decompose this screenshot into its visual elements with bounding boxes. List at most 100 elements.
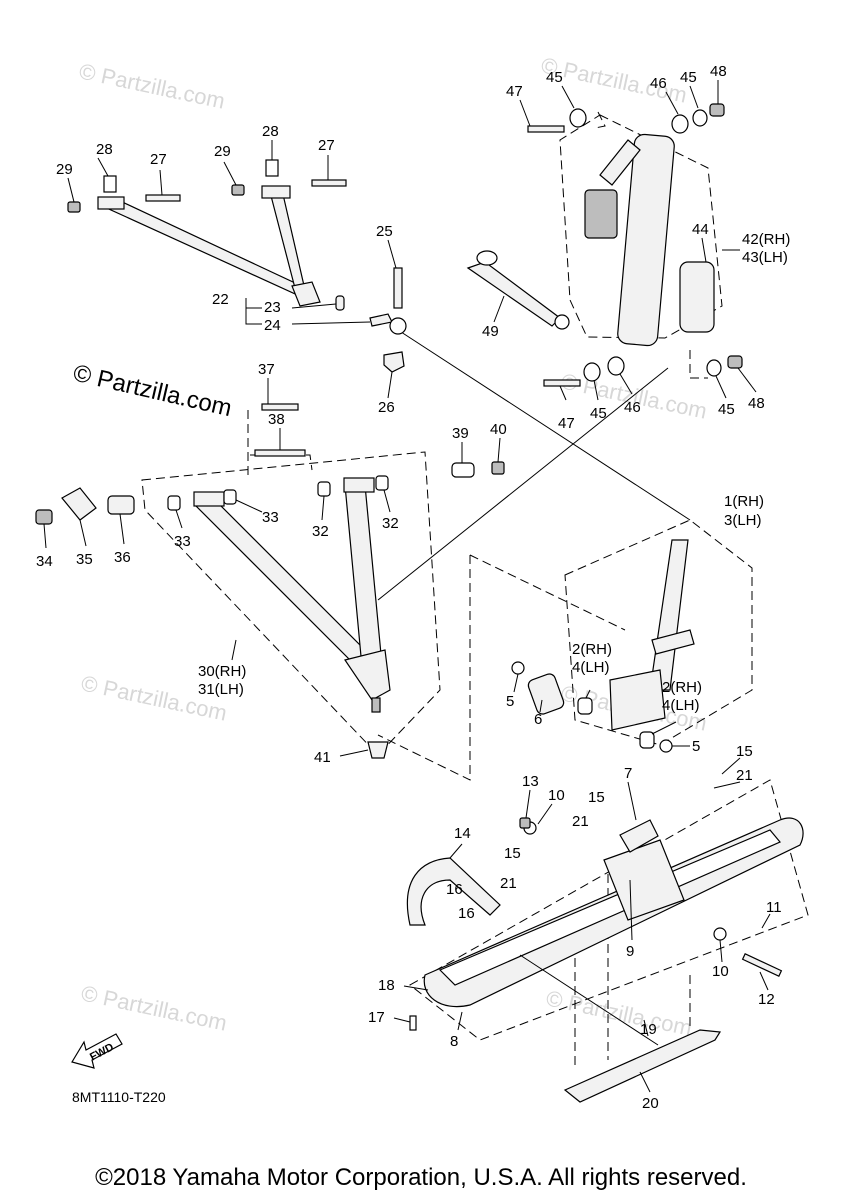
assembly-outlines xyxy=(141,111,809,1070)
shock-body xyxy=(617,133,675,347)
steering-arm xyxy=(466,250,570,330)
callout: 32 xyxy=(312,523,329,540)
leader xyxy=(457,1011,463,1031)
leader xyxy=(291,321,371,325)
leader xyxy=(737,367,757,393)
callout: 34 xyxy=(36,553,53,570)
leader xyxy=(689,85,699,109)
callout: 43(LH) xyxy=(742,249,788,266)
leader xyxy=(387,239,397,269)
leader xyxy=(593,379,599,401)
spindle-shaft xyxy=(649,539,689,691)
leader xyxy=(721,757,741,775)
upper-arm-ball-mount xyxy=(291,281,321,307)
nut-40 xyxy=(491,461,505,475)
callout: 35 xyxy=(76,551,93,568)
a-arm-assembly-outline xyxy=(141,451,441,756)
watermark: © Partzilla.com xyxy=(544,985,694,1040)
callout: 20 xyxy=(642,1095,659,1112)
callout: 19 xyxy=(640,1021,657,1038)
callout: 15 xyxy=(504,845,521,862)
bushing-28 xyxy=(265,159,279,177)
leader xyxy=(537,803,553,825)
callout: 48 xyxy=(748,395,765,412)
leader-lines xyxy=(43,80,771,1093)
bolt-27 xyxy=(145,194,181,202)
center-dash-2 xyxy=(469,554,626,631)
leader xyxy=(175,509,183,529)
reservoir-hose xyxy=(599,139,641,186)
steering-arm-body xyxy=(466,261,561,327)
ski-assembly-outline xyxy=(409,779,809,1041)
callout: 17 xyxy=(368,1009,385,1026)
callout: 7 xyxy=(624,765,632,782)
callout: 28 xyxy=(262,123,279,140)
bolt-27 xyxy=(311,179,347,187)
bolt-47 xyxy=(527,125,565,133)
callout: 29 xyxy=(214,143,231,160)
callout: 28 xyxy=(96,141,113,158)
lower-arm-rear-sleeve xyxy=(343,477,375,493)
fwd-label: FWD xyxy=(88,1041,116,1063)
fwd-arrow-icon xyxy=(71,1033,123,1069)
callout-labels: 47 45 46 45 48 42(RH) 43(LH) 44 25 49 28… xyxy=(36,63,790,1112)
callout: 40 xyxy=(490,421,507,438)
bushing-46 xyxy=(607,356,625,376)
leader xyxy=(759,971,769,991)
bolt-dash-38 xyxy=(250,454,313,471)
callout: 10 xyxy=(712,963,729,980)
shock-bolt-dash-2 xyxy=(689,350,708,379)
leader xyxy=(559,385,567,401)
leader xyxy=(715,375,727,399)
leader xyxy=(719,939,723,963)
leader xyxy=(291,303,337,309)
collar-36 xyxy=(107,495,135,515)
callout: 37 xyxy=(258,361,275,378)
callout: 21 xyxy=(572,813,589,830)
upper-a-arm xyxy=(67,159,347,307)
leader xyxy=(643,1019,649,1037)
leader xyxy=(449,843,463,859)
bushing-46 xyxy=(671,114,689,134)
callout: 1(RH) xyxy=(724,493,764,510)
leader xyxy=(339,749,369,757)
callout: 24 xyxy=(264,317,281,334)
callout: 4(LH) xyxy=(572,659,610,676)
callout: 10 xyxy=(548,787,565,804)
bushing-33 xyxy=(223,489,237,505)
rod-end-24 xyxy=(369,313,393,327)
callout: 31(LH) xyxy=(198,681,244,698)
bolt-19 xyxy=(519,954,659,1046)
leader xyxy=(159,169,163,196)
callout: 33 xyxy=(174,533,191,550)
leader xyxy=(493,295,505,323)
bushing-45 xyxy=(569,108,587,128)
watermark: © Partzilla.com xyxy=(77,58,227,113)
nut-13 xyxy=(519,817,531,829)
callout: 45 xyxy=(590,405,607,422)
connection-line xyxy=(397,329,691,521)
callout: 45 xyxy=(718,401,735,418)
bolt-37 xyxy=(261,403,299,411)
callout: 4(LH) xyxy=(662,697,700,714)
callout: 25 xyxy=(376,223,393,240)
leader xyxy=(67,177,75,203)
callout: 47 xyxy=(506,83,523,100)
callout: 15 xyxy=(736,743,753,760)
leader xyxy=(383,489,391,513)
nut-34 xyxy=(35,509,53,525)
leader xyxy=(97,157,109,177)
callout: 18 xyxy=(378,977,395,994)
leader xyxy=(223,161,237,186)
bushing-2 xyxy=(577,697,593,715)
spindle-foot xyxy=(609,669,666,731)
shock-bolt-dash xyxy=(594,111,606,129)
fwd-arrow: FWD xyxy=(71,1033,123,1069)
nut-29 xyxy=(231,184,245,196)
leader xyxy=(539,699,543,713)
connection-line xyxy=(377,367,669,601)
ski-saddle xyxy=(603,839,685,921)
upper-arm-front-bracket xyxy=(97,196,125,210)
bushing-2 xyxy=(639,731,655,749)
callout: 21 xyxy=(736,767,753,784)
